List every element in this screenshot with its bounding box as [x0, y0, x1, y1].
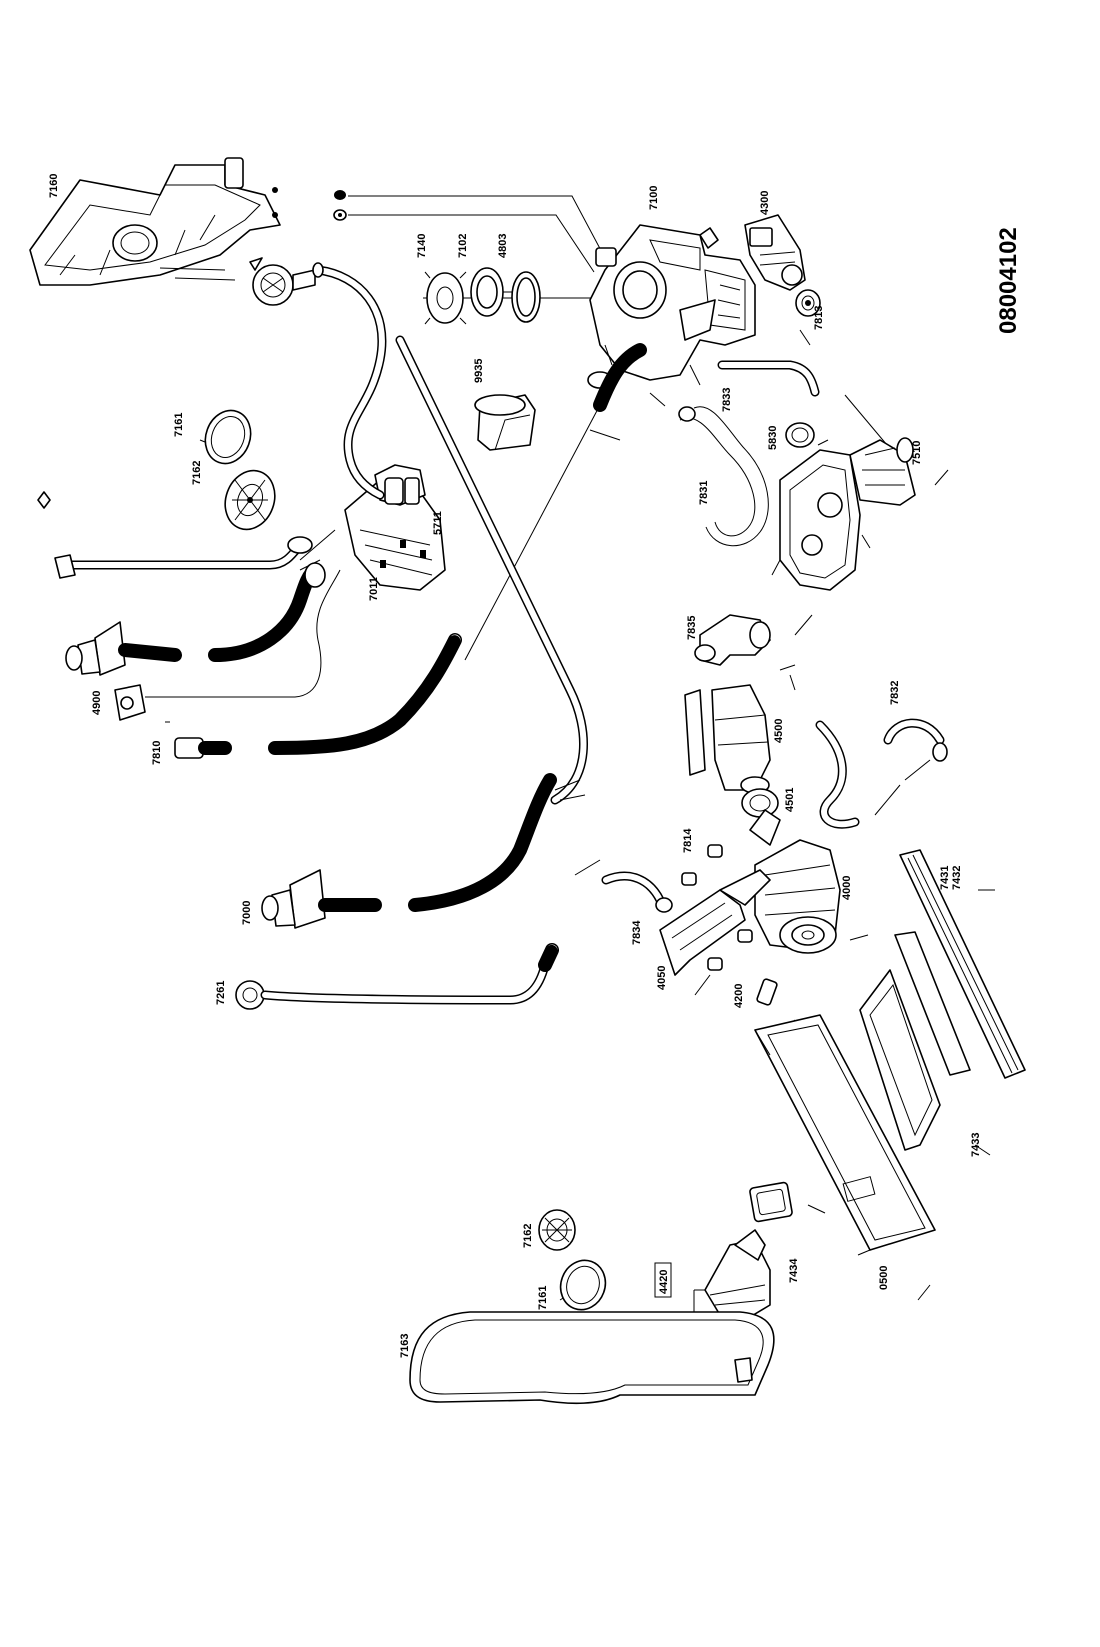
part-4500-housing — [684, 684, 771, 794]
label-5830: 5830 — [767, 426, 779, 450]
document-number: 08004102 — [995, 227, 1022, 334]
label-4900: 4900 — [91, 691, 103, 715]
label-7161: 7161 — [173, 413, 185, 437]
label-7814: 7814 — [682, 828, 694, 853]
label-4300: 4300 — [759, 191, 771, 215]
long-supply-hose — [312, 262, 588, 805]
label-7102: 7102 — [457, 234, 469, 258]
part-5830-seal — [785, 422, 815, 448]
part-9935-filter — [474, 394, 536, 451]
inlet-hose-top — [54, 536, 313, 579]
part-7832-hose — [815, 718, 948, 829]
label-4803: 4803 — [497, 234, 509, 258]
label-4420-box — [654, 1262, 672, 1298]
label-7433: 7433 — [970, 1133, 982, 1157]
part-4000-pump — [749, 809, 841, 954]
part-4050-manifold — [659, 869, 771, 976]
label-7140: 7140 — [416, 234, 428, 258]
part-4200-sensor — [756, 978, 778, 1006]
part-5711-inlet-valve — [344, 464, 446, 591]
aquastop-inlet-hose — [65, 562, 326, 676]
label-7813: 7813 — [813, 306, 825, 330]
label-4420: 4420 — [658, 1270, 670, 1294]
part-7161-7162-lower — [538, 1209, 607, 1311]
part-7000-aquastop — [261, 773, 586, 929]
label-4000: 4000 — [841, 876, 853, 900]
part-7831-hose — [678, 406, 769, 547]
label-7011: 7011 — [368, 577, 380, 601]
label-7163: 7163 — [399, 1334, 411, 1358]
label-7161-lower: 7161 — [537, 1286, 549, 1310]
pressure-switch — [249, 257, 316, 306]
label-7834: 7834 — [631, 920, 643, 945]
label-7261: 7261 — [215, 981, 227, 1005]
label-7810: 7810 — [151, 741, 163, 765]
label-7510: 7510 — [911, 441, 923, 465]
part-7100-sump — [587, 224, 756, 389]
label-7832: 7832 — [889, 681, 901, 705]
part-7814-caps — [681, 844, 753, 971]
part-4501-seal — [741, 788, 779, 818]
part-labels: 7160 7140 7102 4803 7100 4300 7813 9935 … — [48, 174, 982, 1358]
label-7162: 7162 — [191, 461, 203, 485]
label-7162-lower: 7162 — [522, 1224, 534, 1248]
part-7434-gasket — [749, 1181, 793, 1223]
label-7100: 7100 — [648, 186, 660, 210]
label-4200: 4200 — [733, 984, 745, 1008]
label-7160: 7160 — [48, 174, 60, 198]
part-7835-elbow — [694, 614, 771, 666]
part-7433-tray — [859, 931, 971, 1151]
part-7810-drain-hose — [174, 633, 462, 759]
label-7831: 7831 — [698, 481, 710, 505]
label-7000: 7000 — [241, 901, 253, 925]
label-0500: 0500 — [878, 1266, 890, 1290]
part-7431-rail — [899, 849, 1026, 1079]
part-4420-valve — [704, 1229, 771, 1321]
label-7432: 7432 — [951, 866, 963, 890]
corrugated-drain-hose-upper — [464, 343, 647, 661]
label-4501: 4501 — [784, 788, 796, 812]
part-7161-7162-upper — [204, 409, 276, 531]
part-7833-hose — [717, 360, 820, 397]
label-7431: 7431 — [939, 866, 951, 890]
part-7510-pump-housing — [771, 437, 916, 591]
part-4900-power-plug — [114, 569, 341, 721]
part-4300-valve — [744, 214, 821, 317]
label-4500: 4500 — [773, 719, 785, 743]
part-7163-cover — [409, 1311, 775, 1405]
part-7160-bracket — [29, 157, 281, 286]
caps-and-seals — [424, 267, 541, 325]
label-9935: 9935 — [473, 359, 485, 383]
label-7434: 7434 — [788, 1258, 800, 1283]
part-7834-hose — [601, 871, 673, 913]
label-4050: 4050 — [656, 966, 668, 990]
label-5711: 5711 — [432, 511, 444, 535]
label-7833: 7833 — [721, 388, 733, 412]
part-0500-base — [754, 1014, 936, 1256]
part-7261-drain-elbow — [235, 943, 559, 1010]
screws — [37, 190, 347, 509]
label-7835: 7835 — [686, 616, 698, 640]
